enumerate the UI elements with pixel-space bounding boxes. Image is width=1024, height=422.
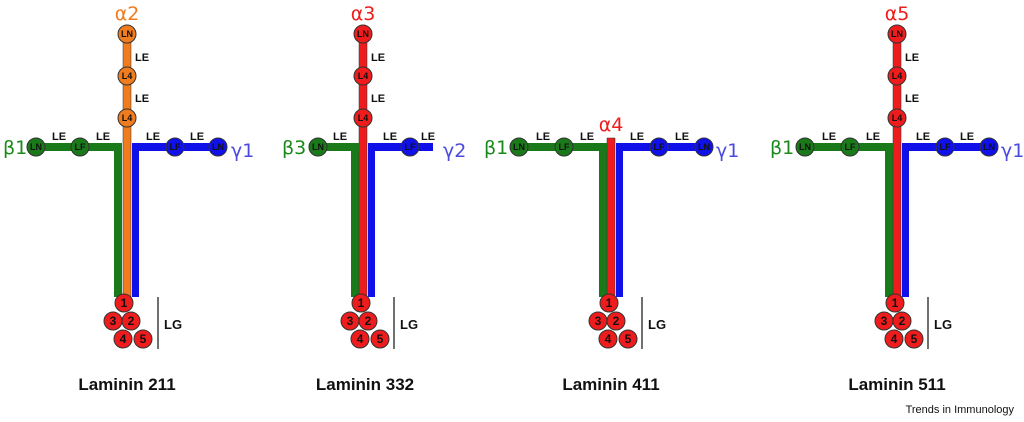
svg-text:2: 2	[613, 314, 620, 328]
svg-text:LE: LE	[383, 131, 397, 143]
svg-text:LN: LN	[513, 142, 525, 152]
svg-text:LE: LE	[146, 131, 160, 143]
svg-text:L4: L4	[122, 113, 133, 123]
laminin-title: Laminin 211	[78, 375, 175, 394]
l4-domain	[117, 108, 137, 128]
svg-text:LE: LE	[905, 52, 919, 64]
svg-text:LF: LF	[940, 142, 951, 152]
svg-text:L4: L4	[892, 113, 903, 123]
svg-text:3: 3	[595, 314, 602, 328]
svg-text:LN: LN	[121, 29, 133, 39]
svg-text:LE: LE	[960, 131, 974, 143]
svg-text:4: 4	[891, 332, 898, 346]
svg-text:3: 3	[110, 314, 117, 328]
svg-text:1: 1	[892, 296, 899, 310]
svg-text:L4: L4	[892, 71, 903, 81]
lf-domain	[165, 137, 185, 157]
svg-text:5: 5	[911, 332, 918, 346]
svg-text:LG: LG	[934, 317, 952, 332]
svg-text:LG: LG	[400, 317, 418, 332]
laminin-511: LN L4 L4 LE LE LN LF LE LE LF LN LE LE α…	[770, 3, 1024, 394]
svg-text:4: 4	[120, 332, 127, 346]
svg-text:4: 4	[605, 332, 612, 346]
svg-text:L4: L4	[358, 71, 369, 81]
svg-text:β1: β1	[770, 137, 794, 159]
laminin-411: LN LF LE LE LF LN LE LE α4 β1 γ1 1 3 2 4…	[484, 114, 739, 394]
svg-text:β1: β1	[484, 137, 508, 159]
svg-text:3: 3	[881, 314, 888, 328]
laminin-332: LN L4 L4 LE LE LN LE LF LE LE α3 β3 γ2 1…	[282, 3, 466, 394]
svg-text:γ1: γ1	[716, 140, 739, 162]
svg-text:α5: α5	[885, 3, 910, 25]
ln-domain	[208, 137, 228, 157]
svg-text:LN: LN	[30, 142, 42, 152]
l4-domain	[117, 66, 137, 86]
laminin-211: LN L4 L4 LE LE LN LF LE LE LF LN LE LE α…	[3, 3, 254, 394]
svg-text:5: 5	[140, 332, 147, 346]
svg-text:LE: LE	[52, 131, 66, 143]
svg-text:LE: LE	[905, 93, 919, 105]
svg-text:Laminin 511: Laminin 511	[848, 375, 945, 394]
svg-text:LN: LN	[698, 142, 710, 152]
svg-text:LE: LE	[371, 52, 385, 64]
svg-text:α4: α4	[599, 114, 624, 136]
journal-credit: Trends in Immunology	[905, 404, 1014, 416]
svg-text:LN: LN	[983, 142, 995, 152]
beta-label: β1	[3, 137, 27, 159]
svg-text:5: 5	[377, 332, 384, 346]
ln-domain	[26, 137, 46, 157]
svg-text:LE: LE	[371, 93, 385, 105]
svg-text:LE: LE	[822, 131, 836, 143]
svg-text:1: 1	[606, 296, 613, 310]
svg-text:3: 3	[347, 314, 354, 328]
lg-domains: 1 3 2 4 5	[103, 293, 153, 349]
svg-text:5: 5	[625, 332, 632, 346]
beta-chain-vertical	[114, 147, 122, 297]
svg-text:2: 2	[128, 314, 135, 328]
svg-text:LE: LE	[866, 131, 880, 143]
svg-text:1: 1	[121, 296, 128, 310]
svg-text:2: 2	[365, 314, 372, 328]
svg-text:LE: LE	[135, 93, 149, 105]
svg-text:LE: LE	[675, 131, 689, 143]
svg-text:Laminin 332: Laminin 332	[316, 375, 414, 394]
svg-text:1: 1	[358, 296, 365, 310]
svg-text:LE: LE	[536, 131, 550, 143]
svg-text:LE: LE	[421, 131, 435, 143]
svg-text:LN: LN	[799, 142, 811, 152]
svg-text:LF: LF	[559, 142, 570, 152]
svg-text:L4: L4	[122, 71, 133, 81]
svg-text:LE: LE	[333, 131, 347, 143]
alpha-label: α2	[115, 3, 140, 25]
svg-text:LF: LF	[845, 142, 856, 152]
svg-text:LE: LE	[916, 131, 930, 143]
ln-domain	[117, 24, 137, 44]
svg-text:LE: LE	[190, 131, 204, 143]
svg-text:Laminin 411: Laminin 411	[562, 375, 659, 394]
lf-domain	[70, 137, 90, 157]
svg-text:LF: LF	[75, 142, 86, 152]
svg-text:LE: LE	[580, 131, 594, 143]
svg-text:LF: LF	[654, 142, 665, 152]
svg-text:LF: LF	[405, 142, 416, 152]
svg-text:β3: β3	[282, 137, 306, 159]
gamma-chain-vertical	[132, 147, 139, 297]
svg-text:LN: LN	[891, 29, 903, 39]
svg-text:LE: LE	[135, 52, 149, 64]
svg-text:LN: LN	[312, 142, 324, 152]
svg-text:LN: LN	[357, 29, 369, 39]
svg-text:LG: LG	[648, 317, 666, 332]
svg-text:γ1: γ1	[1001, 140, 1024, 162]
svg-text:LN: LN	[212, 142, 224, 152]
svg-text:2: 2	[899, 314, 906, 328]
svg-text:γ2: γ2	[443, 140, 466, 162]
svg-text:LG: LG	[164, 317, 182, 332]
svg-text:α3: α3	[351, 3, 376, 25]
svg-text:LE: LE	[630, 131, 644, 143]
gamma-label: γ1	[231, 140, 254, 162]
svg-text:LF: LF	[170, 142, 181, 152]
svg-text:L4: L4	[358, 113, 369, 123]
svg-text:4: 4	[357, 332, 364, 346]
svg-text:LE: LE	[96, 131, 110, 143]
